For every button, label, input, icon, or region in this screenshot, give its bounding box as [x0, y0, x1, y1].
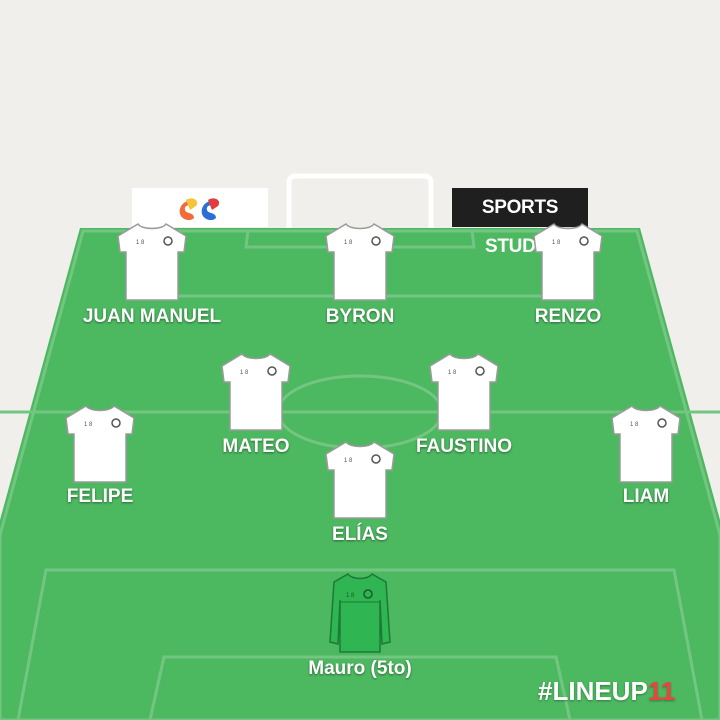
player-name: ELÍAS [332, 524, 388, 545]
svg-text:1 8: 1 8 [630, 422, 639, 428]
player-name: JUAN MANUEL [82, 306, 222, 327]
svg-text:1 8: 1 8 [240, 370, 249, 376]
shirt-icon: 1 8 [221, 352, 291, 431]
bottom-goal-area [148, 655, 572, 720]
svg-text:1 8: 1 8 [344, 458, 353, 464]
hashtag-number: 11 [647, 676, 676, 706]
svg-text:1 8: 1 8 [136, 240, 145, 246]
shirt-icon: 1 8 [429, 352, 499, 431]
player-name: FELIPE [66, 486, 134, 507]
hashtag-text: #LINEUP [538, 676, 648, 706]
player-name: BYRON [325, 306, 395, 327]
shirt-icon: 1 8 [325, 440, 395, 519]
player-name: Mauro (5to) [308, 658, 412, 679]
shirt-icon: 1 8 [65, 404, 135, 483]
svg-text:1 8: 1 8 [448, 370, 457, 376]
player-name: MATEO [222, 436, 290, 457]
ss-logo-icon [179, 198, 220, 221]
player-name: RENZO [534, 306, 602, 327]
shirt-icon: 1 8 [611, 404, 681, 483]
svg-text:1 8: 1 8 [84, 422, 93, 428]
player-name: LIAM [622, 486, 670, 507]
shirt-icon: 1 8 [325, 222, 395, 301]
pitch-boundary-line [0, 229, 720, 720]
goalkeeper-shirt-icon: 1 8 [329, 573, 391, 653]
svg-text:1 8: 1 8 [552, 240, 561, 246]
lineup-hashtag: #LINEUP11 [538, 676, 698, 707]
svg-text:1 8: 1 8 [344, 240, 353, 246]
player-name: FAUSTINO [415, 436, 513, 457]
svg-text:1 8: 1 8 [346, 593, 355, 599]
ss-logo-panel [132, 188, 268, 227]
bottom-penalty-area [16, 568, 704, 720]
shirt-icon: 1 8 [117, 222, 187, 301]
shirt-icon: 1 8 [533, 222, 603, 301]
